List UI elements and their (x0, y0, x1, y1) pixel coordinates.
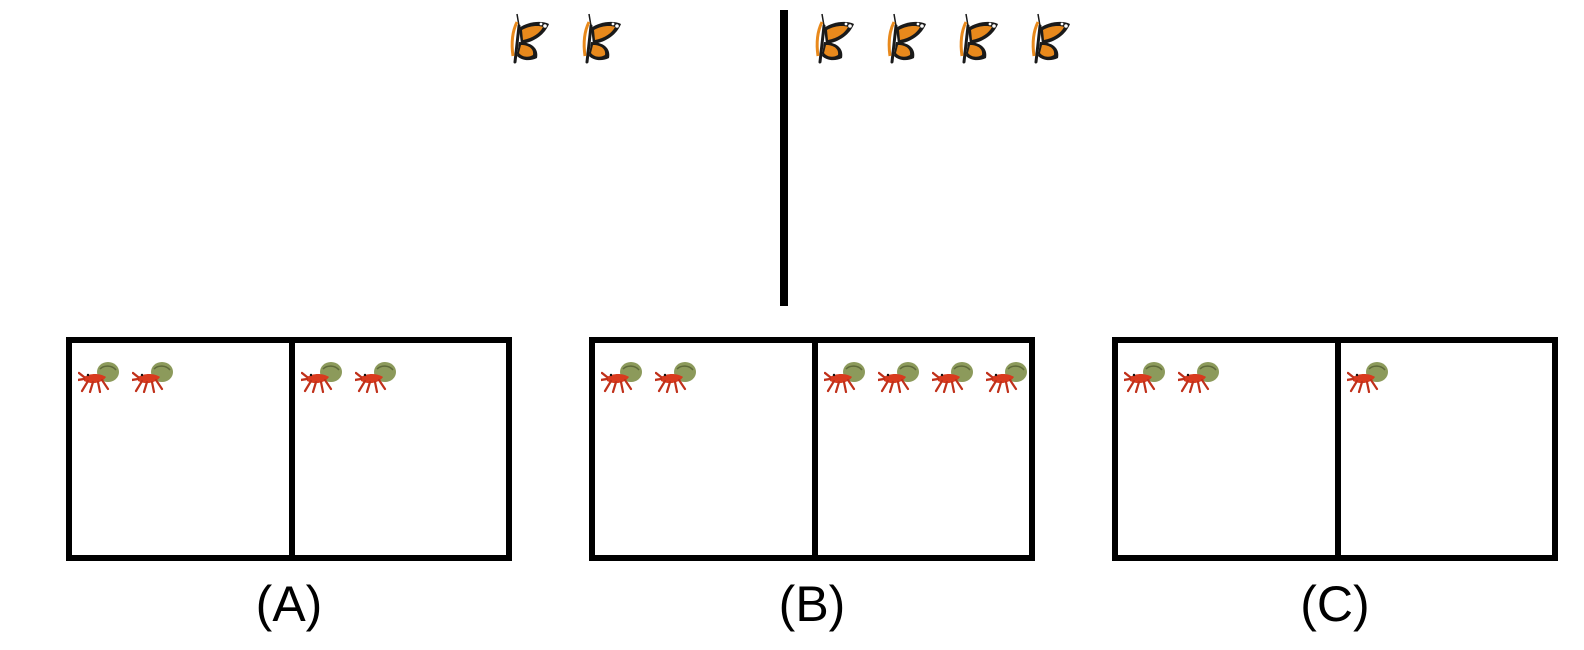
hermit-crab-icon (301, 359, 347, 393)
butterfly-icon (1026, 12, 1074, 66)
crab-row (601, 359, 701, 393)
balance-divider-line (780, 10, 788, 306)
option-c-left-cell (1118, 343, 1335, 555)
crab-row (301, 359, 401, 393)
butterfly-icon (882, 12, 930, 66)
option-b-divider (812, 343, 818, 555)
option-c-label[interactable]: (C) (1300, 576, 1370, 632)
option-b-right-cell (818, 343, 1029, 555)
option-c-panel[interactable] (1112, 337, 1558, 561)
option-b-left-cell (595, 343, 812, 555)
butterfly-icon (505, 12, 553, 66)
hermit-crab-icon (878, 359, 924, 393)
butterfly-icon (810, 12, 858, 66)
hermit-crab-icon (132, 359, 178, 393)
hermit-crab-icon (655, 359, 701, 393)
option-c-right-cell (1341, 343, 1552, 555)
crab-row (1347, 359, 1393, 393)
option-b-panel[interactable] (589, 337, 1035, 561)
option-a-panel[interactable] (66, 337, 512, 561)
option-a-left-cell (72, 343, 289, 555)
hermit-crab-icon (986, 359, 1032, 393)
balance-right-group (810, 12, 1074, 66)
hermit-crab-icon (78, 359, 124, 393)
hermit-crab-icon (824, 359, 870, 393)
butterfly-icon (577, 12, 625, 66)
crab-row (1124, 359, 1224, 393)
hermit-crab-icon (1178, 359, 1224, 393)
balance-left-group (505, 12, 625, 66)
hermit-crab-icon (601, 359, 647, 393)
crab-row (824, 359, 1032, 393)
hermit-crab-icon (932, 359, 978, 393)
option-a-label[interactable]: (A) (255, 576, 323, 632)
option-c-divider (1335, 343, 1341, 555)
hermit-crab-icon (355, 359, 401, 393)
butterfly-icon (954, 12, 1002, 66)
option-a-right-cell (295, 343, 506, 555)
hermit-crab-icon (1124, 359, 1170, 393)
hermit-crab-icon (1347, 359, 1393, 393)
crab-row (78, 359, 178, 393)
option-b-label[interactable]: (B) (778, 576, 846, 632)
option-a-divider (289, 343, 295, 555)
